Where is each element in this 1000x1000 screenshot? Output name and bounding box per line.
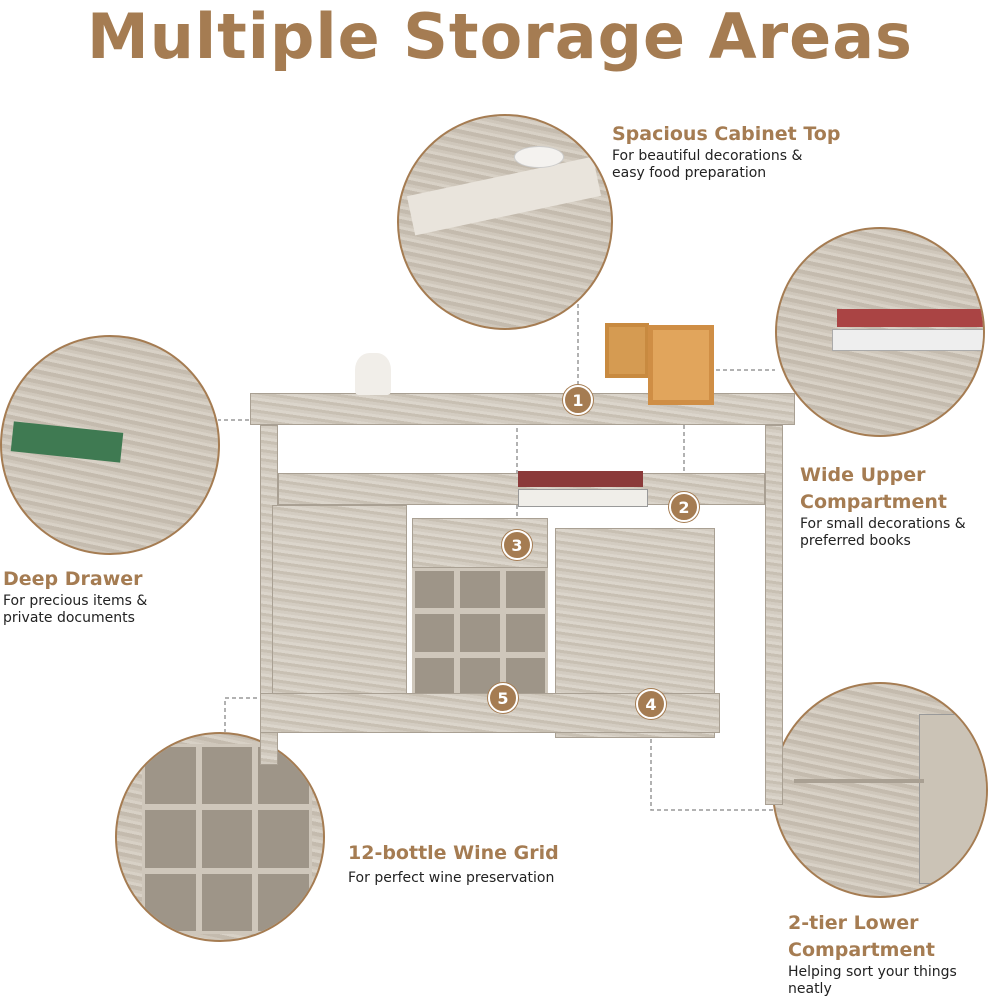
cabinet-top-detail-image	[397, 114, 613, 330]
feature-description: For small decorations & preferred books	[800, 516, 966, 549]
badge-3: 3	[502, 530, 532, 560]
feature-description: For precious items & private documents	[3, 593, 148, 626]
open-door-illustration	[919, 714, 986, 884]
badge-1: 1	[563, 385, 593, 415]
feature-heading: 12-bottle Wine Grid	[348, 842, 559, 864]
page-title: Multiple Storage Areas	[87, 0, 913, 73]
wine-grid-detail-image	[115, 732, 325, 942]
feature-lower-compartment: 2-tier Lower Compartment Helping sort yo…	[788, 910, 998, 998]
book-illustration	[518, 489, 648, 507]
book-illustration	[406, 156, 602, 236]
cup-illustration	[514, 146, 564, 168]
photo-frame-illustration	[648, 325, 714, 405]
lower-compartment-detail-image	[772, 682, 988, 898]
feature-heading: Spacious Cabinet Top	[612, 123, 841, 145]
feature-heading: Deep Drawer	[3, 568, 143, 590]
feature-description: Helping sort your things neatly	[788, 964, 957, 997]
wine-grid	[412, 568, 548, 698]
feature-description: For beautiful decorations & easy food pr…	[612, 148, 803, 181]
badge-2: 2	[669, 492, 699, 522]
drawer-front	[92, 457, 212, 537]
vase-illustration	[355, 353, 391, 395]
feature-heading-line2: Compartment	[800, 491, 947, 513]
photo-frame-illustration	[605, 323, 649, 378]
feature-heading-line1: Wide Upper	[800, 464, 926, 486]
book-illustration	[832, 329, 983, 351]
feature-heading-line1: 2-tier Lower	[788, 912, 919, 934]
feature-deep-drawer: Deep Drawer For precious items & private…	[3, 566, 203, 627]
sideboard-illustration	[250, 323, 795, 805]
feature-heading-line2: Compartment	[788, 939, 935, 961]
badge-5: 5	[488, 683, 518, 713]
feature-upper-compartment: Wide Upper Compartment For small decorat…	[800, 462, 1000, 550]
badge-4: 4	[636, 689, 666, 719]
left-door	[272, 505, 407, 695]
feature-cabinet-top: Spacious Cabinet Top For beautiful decor…	[612, 121, 872, 182]
upper-compartment-detail-image	[775, 227, 985, 437]
leader-line-4	[650, 718, 780, 811]
drawer-detail-image	[0, 335, 220, 555]
book-illustration	[518, 471, 643, 487]
feature-description: For perfect wine preservation	[348, 870, 555, 886]
book-illustration	[837, 309, 983, 327]
feature-wine-grid: 12-bottle Wine Grid For perfect wine pre…	[348, 840, 608, 887]
